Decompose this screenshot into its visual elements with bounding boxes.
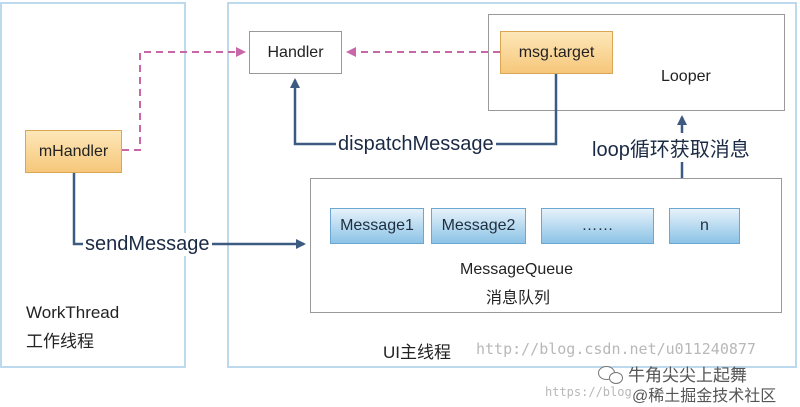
arrow-send-message [72, 173, 306, 249]
looper-label: Looper [661, 68, 711, 85]
watermark-social-name: 牛角尖尖上起舞 [628, 366, 747, 385]
msg-target-node: msg.target [500, 31, 613, 74]
message-cell-2: Message2 [431, 208, 526, 244]
message-queue-box [310, 178, 782, 313]
worker-thread-panel [0, 2, 186, 368]
watermark-social: 牛角尖尖上起舞 [598, 361, 747, 386]
watermark-url: http://blog.csdn.net/u011240877 [476, 340, 756, 358]
wechat-icon [598, 364, 624, 384]
mhandler-node: mHandler [25, 130, 122, 173]
ui-thread-name: UI主线程 [383, 343, 451, 362]
message-cell-ellipsis: …… [541, 208, 654, 244]
watermark-url-partial: https://blog [545, 385, 632, 399]
dispatch-message-label: dispatchMessage [336, 133, 496, 156]
worker-thread-name: WorkThread [26, 303, 120, 322]
handler-node: Handler [249, 31, 342, 74]
message-queue-label: MessageQueue [460, 261, 573, 278]
message-queue-label-cn: 消息队列 [486, 290, 551, 307]
worker-thread-name-cn: 工作线程 [26, 332, 94, 351]
loop-label: loop循环获取消息 [590, 133, 752, 162]
watermark-social-sub: @稀土掘金技术社区 [632, 388, 777, 405]
looper-box [488, 14, 785, 111]
send-message-label: sendMessage [83, 233, 212, 256]
message-cell-n: n [669, 208, 740, 244]
message-cell-1: Message1 [330, 208, 424, 244]
arrow-mhandler-to-handler [122, 47, 246, 151]
